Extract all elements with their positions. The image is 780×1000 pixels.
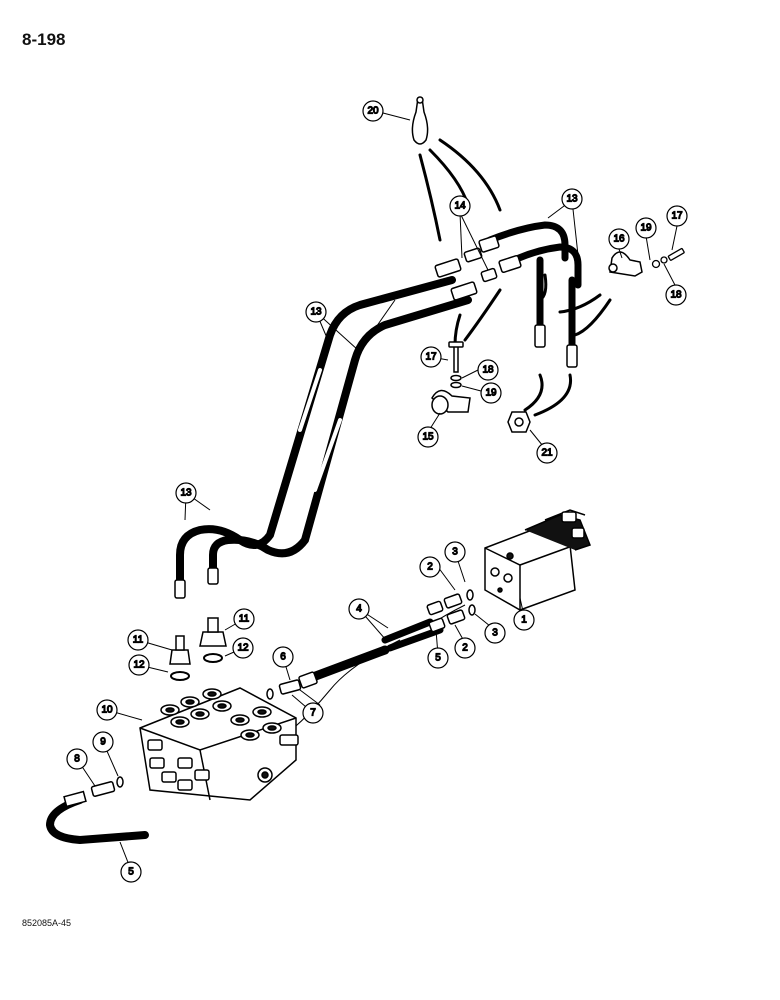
callout-15: 15 — [417, 426, 439, 448]
nut-21 — [507, 411, 531, 433]
callout-leaders — [76, 112, 678, 871]
callout-19: 19 — [635, 217, 657, 239]
svg-text:2: 2 — [462, 643, 468, 654]
callout-4: 4 — [348, 598, 370, 620]
control-valve-10 — [139, 687, 299, 801]
svg-text:4: 4 — [356, 604, 362, 615]
fitting-8 — [90, 776, 124, 797]
svg-text:17: 17 — [425, 352, 437, 363]
motor-adapters-2 — [298, 593, 466, 689]
svg-text:18: 18 — [670, 290, 682, 301]
callout-5: 5 — [427, 647, 449, 669]
svg-text:17: 17 — [671, 211, 683, 222]
bolt-17-right — [651, 247, 685, 269]
callout-21: 21 — [536, 442, 558, 464]
callout-17: 17 — [666, 205, 688, 227]
callout-20: 20 — [362, 100, 384, 122]
callout-12: 12 — [128, 654, 150, 676]
callout-5: 5 — [120, 861, 142, 883]
leader-lines — [418, 138, 612, 417]
clamp-15 — [431, 341, 471, 415]
svg-text:3: 3 — [492, 628, 498, 639]
callout-17: 17 — [420, 346, 442, 368]
callout-2: 2 — [419, 556, 441, 578]
svg-text:11: 11 — [239, 614, 250, 625]
svg-text:13: 13 — [180, 488, 192, 499]
callout-13: 13 — [305, 301, 327, 323]
figure-code: 852085A-45 — [22, 918, 72, 928]
callout-12: 12 — [232, 637, 254, 659]
callout-19: 19 — [480, 382, 502, 404]
svg-text:5: 5 — [128, 867, 134, 878]
hydraulic-motor-1 — [484, 509, 591, 611]
svg-text:1: 1 — [521, 615, 527, 626]
callout-8: 8 — [66, 748, 88, 770]
svg-text:12: 12 — [237, 643, 249, 654]
callout-14: 14 — [449, 195, 471, 217]
svg-text:15: 15 — [422, 432, 434, 443]
svg-text:7: 7 — [310, 708, 316, 719]
o-ring-3 — [466, 589, 476, 616]
callout-18: 18 — [665, 284, 687, 306]
svg-text:11: 11 — [133, 635, 144, 646]
callout-3: 3 — [444, 541, 466, 563]
svg-text:16: 16 — [613, 234, 625, 245]
svg-text:5: 5 — [435, 653, 441, 664]
adapter-11 — [169, 617, 227, 665]
callout-11: 11 — [127, 629, 149, 651]
o-ring-12 — [170, 653, 223, 681]
svg-text:9: 9 — [100, 737, 106, 748]
svg-text:6: 6 — [280, 652, 286, 663]
callout-9: 9 — [92, 731, 114, 753]
callout-1: 1 — [513, 609, 535, 631]
callout-3: 3 — [484, 622, 506, 644]
coupling-14 — [434, 235, 522, 301]
svg-text:21: 21 — [541, 448, 553, 459]
svg-text:19: 19 — [640, 223, 652, 234]
svg-text:19: 19 — [485, 388, 497, 399]
callout-7: 7 — [302, 702, 324, 724]
callout-18: 18 — [477, 359, 499, 381]
callout-10: 10 — [96, 699, 118, 721]
callout-16: 16 — [608, 228, 630, 250]
tie-strap-20 — [411, 96, 429, 145]
callout-11: 11 — [233, 608, 255, 630]
svg-text:13: 13 — [566, 194, 578, 205]
svg-text:13: 13 — [310, 307, 322, 318]
callouts: 1 2 2 3 3 4 5 5 6 7 8 9 10 11 11 12 12 1… — [66, 100, 688, 883]
hose-13-assembly — [176, 221, 582, 587]
hose-5-lower — [45, 790, 149, 845]
clamp-16 — [608, 251, 643, 277]
fitting-6 — [266, 679, 302, 700]
callout-2: 2 — [454, 637, 476, 659]
svg-text:20: 20 — [367, 106, 379, 117]
svg-text:14: 14 — [454, 201, 466, 212]
svg-text:10: 10 — [101, 705, 113, 716]
callout-13: 13 — [175, 482, 197, 504]
svg-text:8: 8 — [74, 754, 80, 765]
hose-13-end-fittings — [174, 324, 578, 599]
svg-text:18: 18 — [482, 365, 494, 376]
svg-text:3: 3 — [452, 547, 458, 558]
callout-13: 13 — [561, 188, 583, 210]
hose-4-5-motor — [300, 618, 444, 685]
svg-text:12: 12 — [133, 660, 145, 671]
page-number: 8-198 — [22, 30, 66, 49]
callout-6: 6 — [272, 646, 294, 668]
svg-text:2: 2 — [427, 562, 433, 573]
